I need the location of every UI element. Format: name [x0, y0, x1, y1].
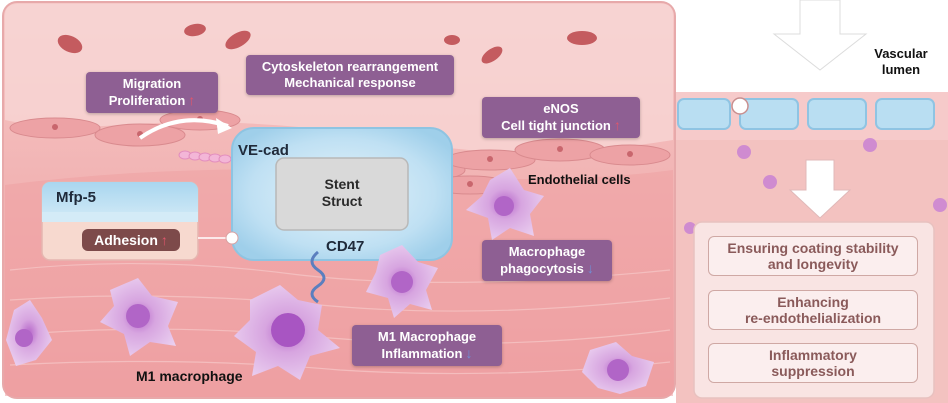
down-arrow-icon: ↓: [586, 260, 594, 276]
migration-text: Migration: [122, 76, 182, 91]
macrophage-bottom-right: [582, 342, 654, 394]
outcome-box-3: Inflammatory suppression: [708, 343, 918, 383]
tight-junction-text: Cell tight junction: [501, 118, 611, 133]
outcome-1-line2: and longevity: [767, 256, 859, 272]
macrophage-text: Macrophage: [508, 244, 586, 259]
cytoskeleton-label: Cytoskeleton rearrangement Mechanical re…: [246, 55, 454, 95]
cytoskeleton-text: Cytoskeleton rearrangement: [261, 59, 439, 74]
mfp5-connector-dot: [225, 231, 239, 245]
m1-macrophage-text: M1 Macrophage: [377, 329, 477, 344]
phagocytosis-text: phagocytosis: [500, 261, 584, 276]
macrophage-top-right: [466, 168, 544, 240]
stent-strut: [231, 127, 453, 261]
macrophage-left: [100, 278, 178, 356]
macrophage-far-left: [6, 300, 52, 366]
m1-inflammation-label: M1 Macrophage Inflammation↓: [352, 325, 502, 366]
cd47-label: CD47: [326, 238, 365, 255]
macrophage-center: [366, 245, 438, 318]
up-arrow-icon: ↑: [188, 92, 196, 108]
outcome-2-line1: Enhancing: [777, 294, 849, 310]
proliferation-text: Proliferation: [108, 93, 186, 108]
up-arrow-icon: ↑: [160, 232, 168, 248]
adhesion-pill: [82, 229, 180, 251]
outcome-box-1: Ensuring coating stability and longevity: [708, 236, 918, 276]
ve-cad-chain: [178, 150, 232, 164]
m1-macrophage-label: M1 macrophage: [136, 368, 243, 384]
cd47-squiggle: [310, 250, 326, 304]
lumen-connector-dot: [731, 97, 749, 115]
stent-strut-label: Stent Struct: [276, 176, 408, 210]
small-macrophages-right: [684, 138, 947, 234]
outcome-box-2: Enhancing re-endothelialization: [708, 290, 918, 330]
outcome-3-line1: Inflammatory: [769, 347, 857, 363]
stent-text: Stent: [324, 176, 360, 192]
adhesion-label: Adhesion↑: [82, 229, 180, 251]
ve-cad-label: VE-cad: [238, 142, 289, 159]
migration-arrowhead: [216, 118, 232, 134]
outcome-2-line2: re-endothelialization: [744, 310, 882, 326]
enos-text: eNOS: [543, 101, 579, 116]
inflammation-text: Inflammation: [381, 346, 463, 361]
outcome-1-line1: Ensuring coating stability: [727, 240, 899, 256]
macrophage-phagocytosis-label: Macrophage phagocytosis↓: [482, 240, 612, 281]
mechanical-text: Mechanical response: [284, 75, 416, 90]
endothelial-cells-label: Endothelial cells: [528, 172, 631, 187]
down-arrow-top: [772, 0, 868, 71]
outcome-3-line2: suppression: [771, 363, 855, 379]
endothelial-cells-right: [677, 98, 935, 130]
lumen-text: lumen: [881, 62, 921, 77]
migration-proliferation-label: Migration Proliferation↑: [86, 72, 218, 113]
red-blood-cells: [57, 23, 597, 64]
down-arrow-mid: [788, 159, 852, 219]
vascular-text: Vascular: [874, 46, 928, 61]
vascular-lumen-label: Vascular lumen: [860, 46, 942, 78]
struct-text: Struct: [321, 193, 363, 209]
down-arrow-icon: ↓: [465, 345, 473, 361]
mfp5-label: Mfp-5: [56, 189, 96, 206]
adhesion-text: Adhesion: [94, 232, 158, 248]
enos-label: eNOS Cell tight junction↑: [482, 97, 640, 138]
up-arrow-icon: ↑: [613, 117, 621, 133]
macrophage-large: [234, 285, 340, 380]
